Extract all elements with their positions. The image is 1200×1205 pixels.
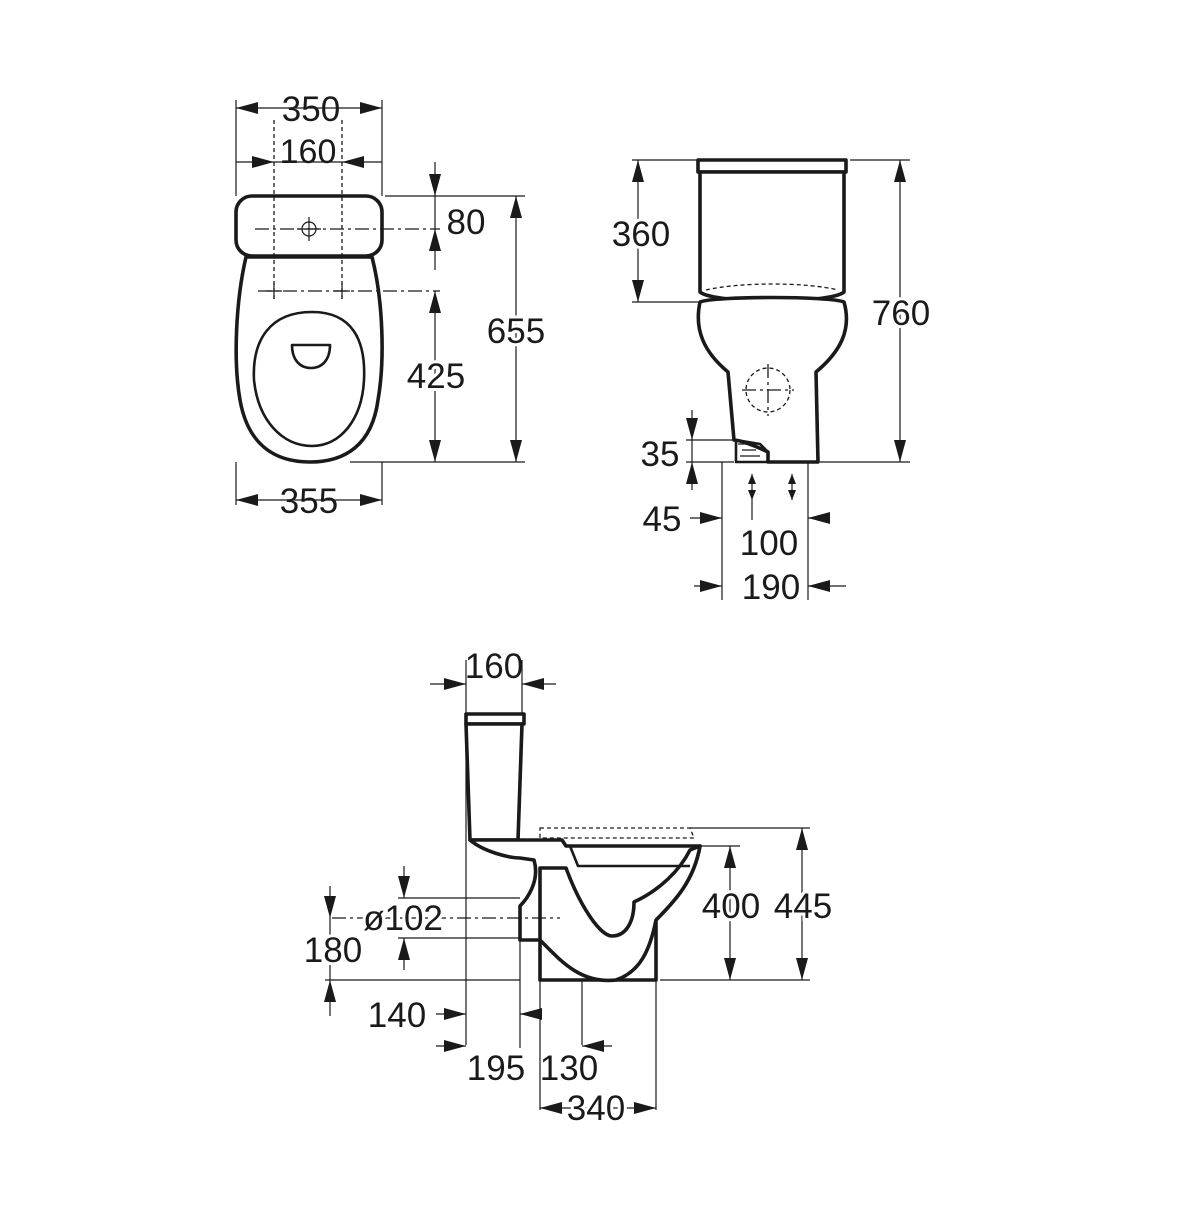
dim-760: 760	[872, 294, 930, 333]
dim-350: 350	[282, 90, 340, 129]
dim-100: 100	[740, 524, 798, 563]
dim-355: 355	[280, 482, 338, 521]
dim-180: 180	[304, 931, 362, 970]
top-view-seat	[252, 310, 366, 448]
side-view-cistern	[464, 722, 524, 842]
dim-45: 45	[643, 500, 682, 539]
dim-195: 195	[467, 1049, 525, 1088]
dim-425: 425	[407, 357, 465, 396]
dim-130: 130	[540, 1049, 598, 1088]
dim-360: 360	[612, 215, 670, 254]
side-view: 160 ø102 180 400 445 140 195 130 340	[301, 647, 835, 1131]
front-view-bowl	[696, 295, 849, 464]
dim-190: 190	[742, 568, 800, 607]
front-view: 360 760 35 45 100 190	[609, 158, 933, 610]
dim-140: 140	[368, 996, 426, 1035]
dim-400: 400	[702, 887, 760, 926]
dim-80: 80	[447, 203, 486, 242]
dim-340: 340	[567, 1089, 625, 1128]
front-view-cistern-lid	[696, 158, 848, 174]
dim-o102: ø102	[363, 899, 443, 938]
dim-445: 445	[774, 887, 832, 926]
top-view: 350 160 80 425 655 355	[234, 90, 548, 521]
front-view-cistern	[698, 170, 846, 303]
top-view-bowl-outline	[234, 255, 384, 464]
dim-35: 35	[641, 435, 680, 474]
dim-160-top: 160	[280, 133, 337, 171]
top-view-flush-button	[290, 343, 332, 370]
dim-160-side: 160	[465, 647, 523, 686]
front-view-outlet	[745, 367, 791, 413]
dim-655: 655	[487, 312, 545, 351]
side-view-seat	[539, 827, 695, 839]
